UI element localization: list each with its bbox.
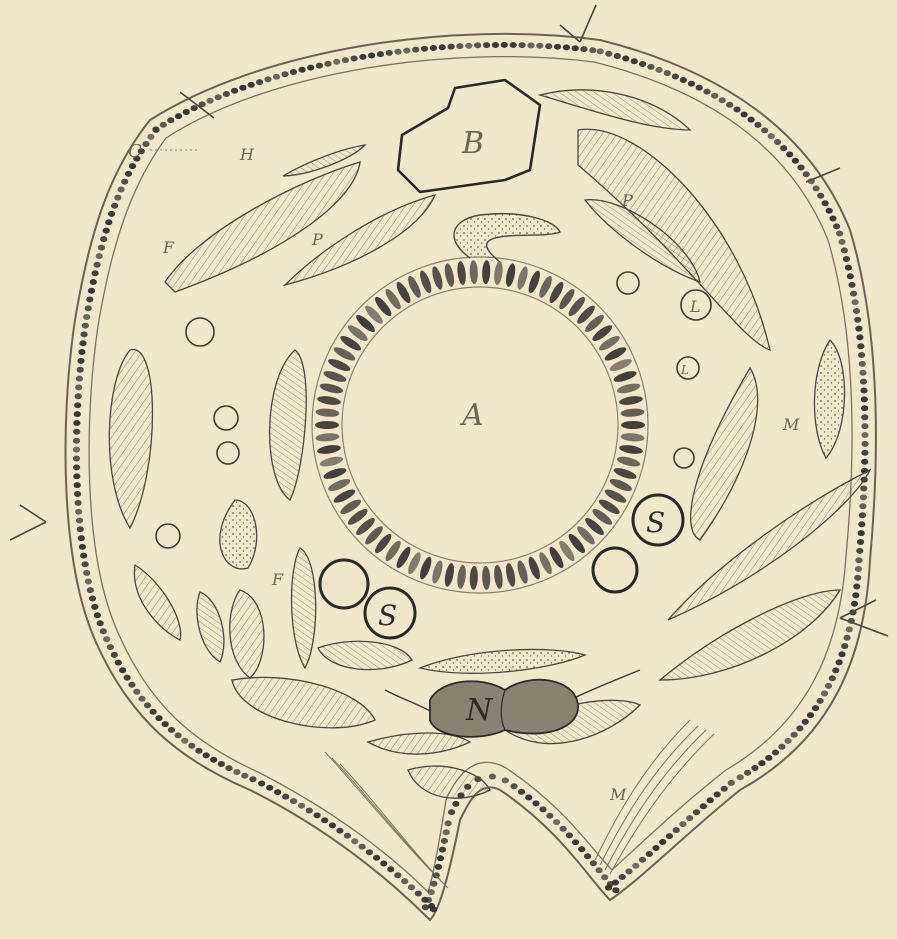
lobe-left-vertical bbox=[109, 349, 152, 528]
label-l-upper: L bbox=[689, 297, 701, 316]
label-p-left: P bbox=[311, 230, 323, 249]
label-l-lower: L bbox=[680, 363, 689, 377]
large-circles bbox=[320, 495, 683, 638]
lobe-left-inner bbox=[270, 350, 307, 500]
gut-fold bbox=[454, 214, 560, 262]
lobe-m-right bbox=[814, 340, 844, 458]
label-m-lower: M bbox=[609, 785, 627, 804]
lobe-vertical-center-left bbox=[292, 548, 316, 668]
label-f-upper: F bbox=[162, 238, 175, 257]
nerve-left-branch bbox=[385, 690, 432, 712]
lobe-bottom-lower-left bbox=[408, 766, 490, 798]
lobe-small-left bbox=[197, 592, 224, 662]
lobe-mid-left bbox=[230, 590, 264, 678]
lobe-bottom-left-flat bbox=[232, 677, 375, 727]
label-b: B bbox=[461, 126, 484, 161]
lobe-right-curved bbox=[691, 368, 758, 540]
lobe-bottom-above-n bbox=[420, 649, 585, 673]
label-p-right: P bbox=[621, 191, 633, 210]
lobe-f-upper-left bbox=[165, 162, 360, 292]
label-n: N bbox=[465, 693, 494, 728]
lobe-oval-left bbox=[220, 500, 257, 569]
label-c: C bbox=[128, 141, 142, 162]
label-m-right: M bbox=[782, 415, 800, 434]
label-s-right: S bbox=[646, 506, 665, 539]
label-f-lower: F bbox=[271, 570, 284, 589]
lobe-bean-left bbox=[134, 565, 180, 640]
nerve-right-branch bbox=[570, 670, 640, 700]
lobe-right-long bbox=[578, 129, 770, 350]
label-a: A bbox=[459, 398, 484, 433]
lobe-top-right bbox=[540, 90, 690, 130]
label-s-left: S bbox=[378, 599, 397, 632]
lobe-bottom-small bbox=[318, 641, 412, 669]
label-h: H bbox=[239, 145, 255, 164]
